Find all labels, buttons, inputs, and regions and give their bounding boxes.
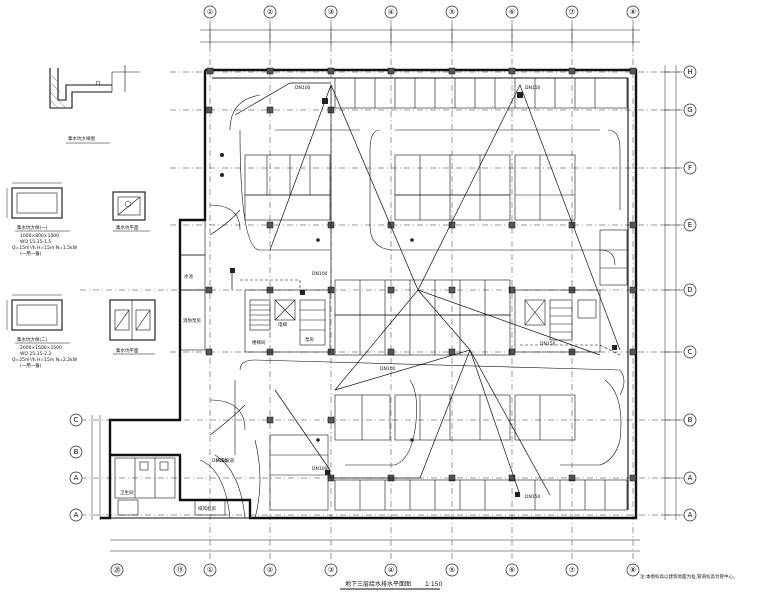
detail-text: Q=25m³/h H=15m N=2.2kW: [12, 357, 78, 363]
axis-label: ⑥: [509, 8, 515, 16]
axis-label: A: [74, 511, 79, 519]
detail-text: 2000×1500×1500: [20, 345, 62, 351]
right-dimension-lines: [661, 65, 680, 520]
pipe-tag: DN150: [540, 341, 556, 347]
pit-detail-1: 集水坑大样(一) 1000×800×1000 WQ 15-15-1.5 Q=15…: [6, 182, 150, 257]
axis-label: F: [688, 164, 692, 172]
axis-label: ⑤: [449, 566, 455, 574]
top-dimension-lines: [200, 26, 640, 46]
detail-text: (一用一备): [20, 362, 42, 369]
axis-label: ⑥: [509, 566, 515, 574]
detail-text: WQ 15-15-1.5: [20, 239, 51, 245]
drawing-note: 注:本图标高以建筑地面为准,管道标高为管中心。: [640, 573, 737, 580]
pipe-tag: DN100: [312, 466, 328, 472]
detail-label: 集水坑大样图: [68, 135, 95, 142]
top-axis-bubbles: ① ② ③ ④ ⑤ ⑥ ⑦ ⑧: [203, 5, 640, 19]
axis-label: A: [688, 511, 693, 519]
left-axis-bubbles: C B A A: [69, 413, 101, 522]
pipe-tag: DN150: [525, 85, 541, 91]
axis-label: ③: [328, 8, 334, 16]
drawing-scale: 1:150: [425, 581, 442, 588]
axis-label: E: [688, 221, 692, 229]
room-label: 消防泵房: [183, 317, 201, 324]
ramps: [199, 204, 261, 519]
axis-label: ①: [207, 566, 213, 574]
room-label: 楼梯间: [252, 339, 266, 346]
detail-label: 集水坑大样(一): [17, 224, 48, 231]
detail-text: WQ 25-15-2.2: [20, 351, 51, 357]
axis-label: ⑦: [569, 8, 575, 16]
axis-label: A: [74, 474, 79, 482]
axis-label: ③: [328, 566, 334, 574]
parking-stalls: [244, 77, 628, 511]
axis-label: D: [687, 286, 692, 294]
axis-label: ②: [267, 566, 273, 574]
pipe-tag: DN100: [380, 366, 396, 372]
axis-label: C: [688, 348, 693, 356]
axis-label: B: [74, 448, 79, 456]
pipe-tag: DN100: [295, 85, 311, 91]
right-core: [514, 289, 601, 353]
drawing-title: 地下三层给水排水平面图: [345, 580, 411, 588]
room-labels: 消防泵房 水池 楼梯间 电梯 泵房 卫生间 排风机房 汽车坡道: [120, 273, 314, 512]
bottom-axis-bubbles: ⑳ ⑲ ① ② ③ ④ ⑤ ⑥ ⑦ ⑧: [110, 539, 640, 577]
axis-label: C: [74, 416, 79, 424]
room-label: 电梯: [278, 321, 287, 328]
axis-label: A: [688, 474, 693, 482]
room-label: 泵房: [305, 336, 314, 343]
equipment-markers: [220, 92, 617, 497]
axis-label: ⑤: [449, 8, 455, 16]
axis-label: ⑲: [177, 566, 184, 574]
sump-section-detail: 集水坑大样图: [49, 65, 140, 144]
drawing-title-block: 地下三层给水排水平面图 1:150 注:本图标高以建筑地面为准,管道标高为管中心…: [340, 573, 737, 590]
axis-label: ⑧: [630, 566, 636, 574]
axis-label: ⑧: [630, 8, 636, 16]
axis-label: ⑳: [114, 566, 121, 574]
building-outline: [100, 68, 638, 520]
pipe-network: [231, 82, 621, 496]
detail-text: (一用一备): [20, 250, 42, 257]
detail-text: Q=15m³/h H=15m N=1.5kW: [12, 245, 78, 251]
room-label: 排风机房: [198, 505, 216, 512]
room-label: 水池: [184, 273, 193, 280]
left-core: [179, 219, 331, 353]
pipe-tag: DN100: [212, 458, 228, 464]
axis-label: B: [688, 416, 693, 424]
left-wing-rooms: [114, 457, 226, 516]
pipe-tag: DN100: [312, 271, 328, 277]
room-label: 汽车坡道: [216, 457, 234, 464]
axis-label: ②: [267, 8, 273, 16]
pipe-tag: DN150: [525, 494, 541, 500]
detail-label: 集水坑平面: [116, 224, 139, 231]
axis-label: ④: [388, 566, 394, 574]
axis-label: H: [687, 68, 692, 76]
room-label: 卫生间: [120, 489, 134, 496]
right-axis-bubbles: H G F E D C B A A: [683, 65, 697, 522]
axis-label: ④: [388, 8, 394, 16]
detail-label: 集水坑大样(二): [17, 336, 48, 343]
axis-label: ⑦: [569, 566, 575, 574]
pipe-tags: DN100 DN150 DN100 DN150 DN100 DN150 DN10…: [212, 85, 556, 500]
detail-label: 集水坑平面: [116, 347, 139, 354]
detail-text: 1000×800×1000: [20, 233, 59, 239]
pit-detail-2: 集水坑大样(二) 2000×1500×1500 WQ 25-15-2.2 Q=2…: [6, 294, 156, 369]
axis-label: G: [687, 106, 692, 114]
axis-label: ①: [207, 8, 213, 16]
